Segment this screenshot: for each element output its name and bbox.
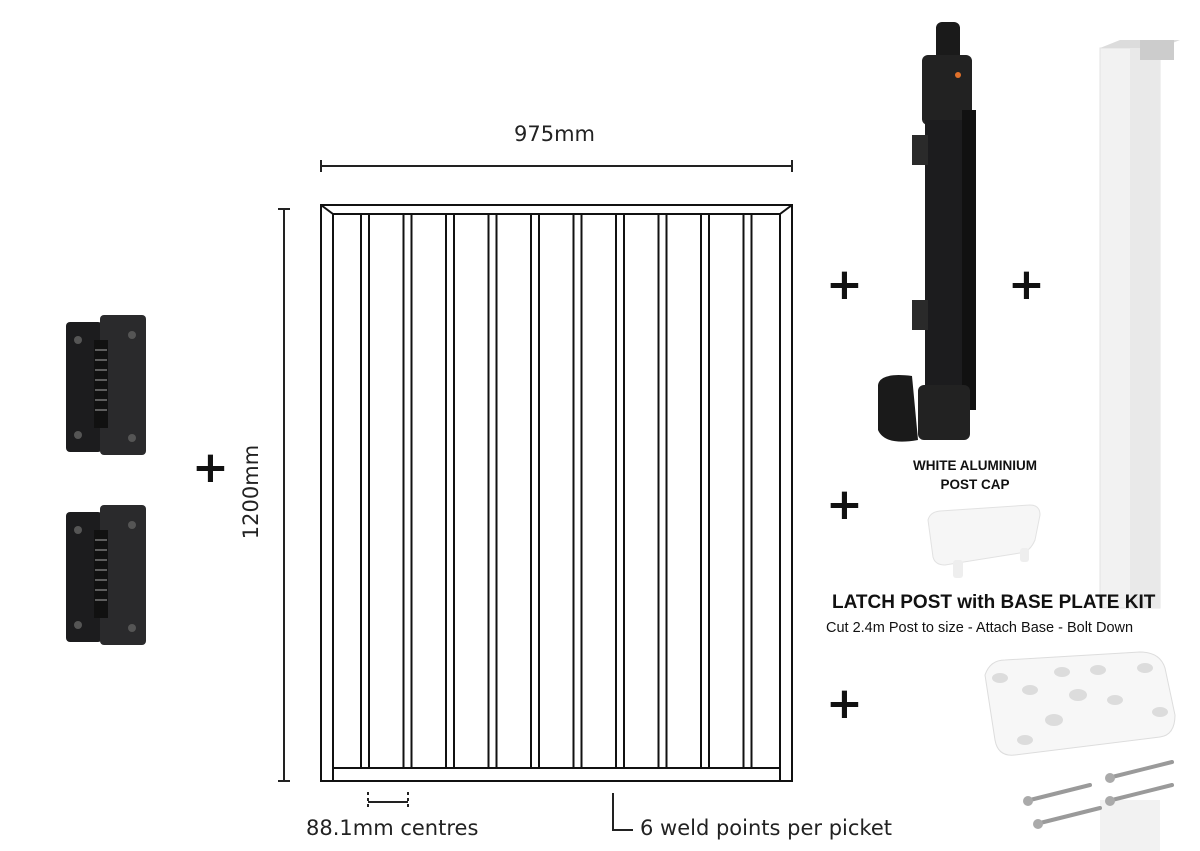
pickets	[360, 213, 753, 769]
picket-spacing-marker	[367, 792, 409, 808]
picket	[615, 213, 625, 769]
picket	[657, 213, 668, 769]
post-cap-label: WHITE ALUMINIUM POST CAP	[885, 456, 1065, 494]
post-cap-label-line1: WHITE ALUMINIUM	[913, 458, 1037, 473]
height-label: 1200mm	[239, 444, 263, 540]
width-label: 975mm	[514, 122, 595, 146]
hinge-top	[66, 315, 146, 455]
plus-icon: +	[1008, 259, 1045, 310]
picket	[487, 213, 498, 769]
kit-title: LATCH POST with BASE PLATE KIT	[832, 592, 1156, 613]
post-cap	[927, 504, 1041, 578]
plus-icon: +	[826, 678, 863, 729]
weld-pointer	[612, 793, 633, 831]
plus-icon: +	[826, 479, 863, 530]
plus-icon: +	[826, 259, 863, 310]
plus-icon: +	[192, 442, 229, 493]
width-dimension-line	[320, 160, 793, 172]
picket	[445, 213, 455, 769]
picket	[360, 213, 370, 769]
picket-spacing-label: 88.1mm centres	[306, 816, 479, 840]
weld-points-label: 6 weld points per picket	[640, 816, 892, 840]
hinge-bottom	[66, 505, 146, 645]
post-cap-label-line2: POST CAP	[940, 477, 1010, 492]
picket	[572, 213, 583, 769]
kit-subtitle: Cut 2.4m Post to size - Attach Base - Bo…	[826, 620, 1134, 636]
bolts	[1023, 760, 1174, 829]
height-dimension-line	[278, 208, 290, 782]
picket	[530, 213, 540, 769]
picket	[742, 213, 753, 769]
picket	[402, 213, 413, 769]
white-latch-post	[1099, 40, 1180, 851]
magnetic-latch	[878, 22, 976, 442]
picket	[700, 213, 710, 769]
base-plate	[984, 651, 1176, 756]
gate-drawing	[320, 204, 793, 782]
